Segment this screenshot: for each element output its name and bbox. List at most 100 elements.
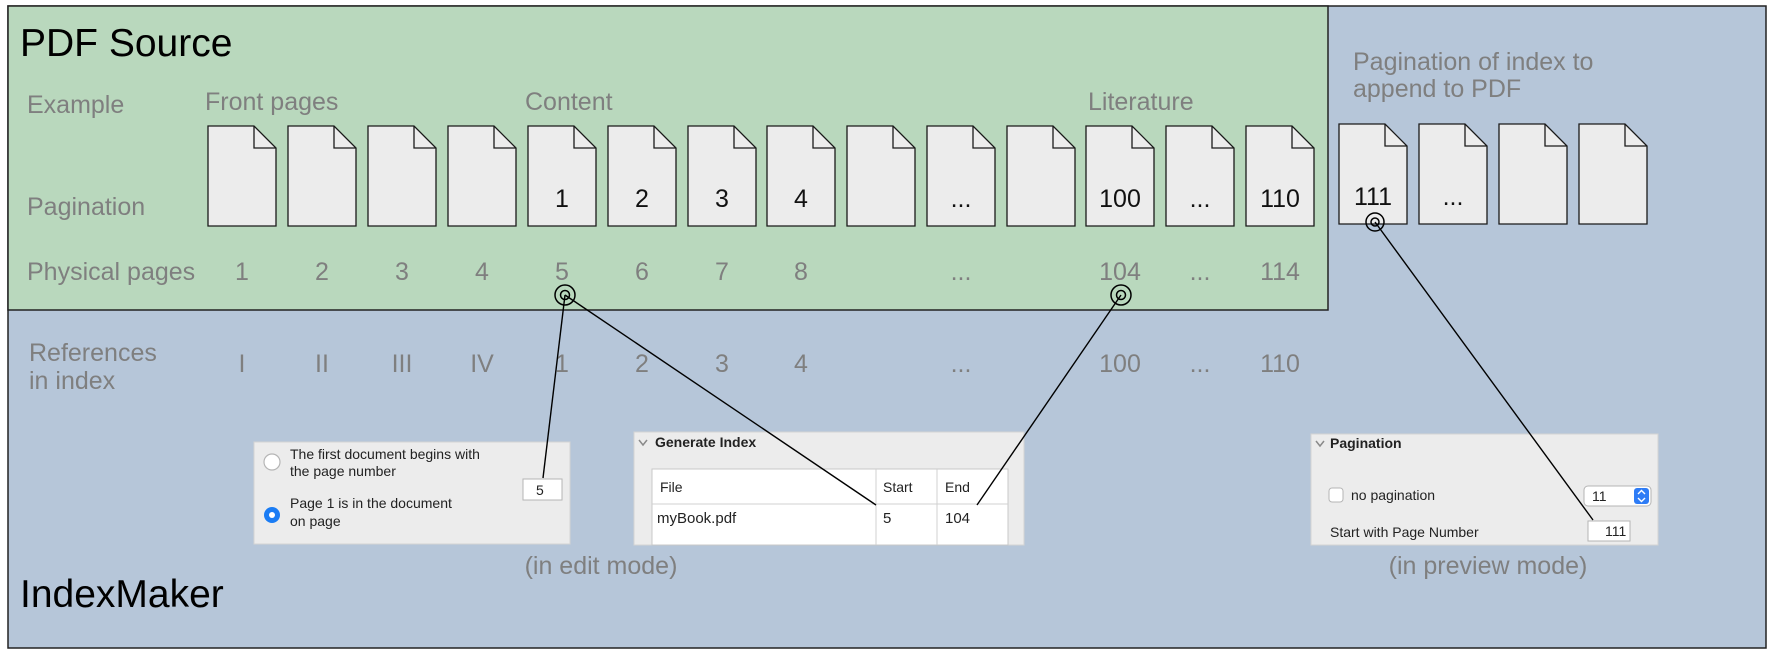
pagination-panel: Pagination no pagination 11 Start with P… (1310, 433, 1659, 546)
chevron-down-icon[interactable] (1315, 440, 1325, 448)
page-label: 111 (1354, 183, 1392, 211)
appendix-page (1578, 123, 1648, 225)
page-label: 1 (555, 185, 569, 213)
chevron-down-icon[interactable] (638, 439, 648, 447)
generate-index-panel: Generate Index File Start End myBook.pdf… (633, 431, 1025, 546)
physical-page-number: ... (951, 258, 972, 286)
font-size-value: 11 (1592, 488, 1607, 504)
pdf-page: 100 (1085, 125, 1155, 227)
group-label-appendix: Pagination of index to (1353, 48, 1593, 76)
pdf-page: 4 (766, 125, 836, 227)
option-first-document-line1: The first document begins with (290, 446, 480, 462)
indexmaker-title: IndexMaker (20, 573, 224, 616)
physical-page-number: 4 (475, 258, 489, 286)
pdf-page (367, 125, 437, 227)
connector-page104-to-end-cell (976, 294, 1122, 506)
column-header-start[interactable]: Start (883, 479, 913, 495)
option-first-document-line2: the page number (290, 463, 396, 479)
connector-page5-to-start-cell (564, 294, 877, 506)
physical-page-number: 3 (395, 258, 409, 286)
start-page-field[interactable] (1587, 520, 1631, 542)
row-label-example: Example (27, 91, 124, 119)
appendix-page: ... (1418, 123, 1488, 225)
group-label-front-pages: Front pages (205, 88, 338, 116)
file-table (651, 468, 1009, 546)
start-page-value: 111 (1605, 523, 1626, 539)
connector-lines (542, 221, 1594, 521)
pdf-source-title: PDF Source (20, 22, 232, 65)
appendix-page: 111 (1338, 123, 1408, 225)
page-label: 2 (635, 185, 649, 213)
page-label: 110 (1260, 185, 1300, 213)
appendix-page (1498, 123, 1568, 225)
bullseye-marker-page104 (1110, 284, 1132, 306)
physical-page-number: 114 (1260, 258, 1300, 286)
index-reference-number: 2 (635, 350, 649, 378)
pdf-page: 2 (607, 125, 677, 227)
bullseye-marker-page5 (554, 284, 576, 306)
column-header-end[interactable]: End (945, 479, 970, 495)
pdf-page: 1 (527, 125, 597, 227)
pdf-page (207, 125, 277, 227)
page-label: ... (951, 185, 972, 213)
radio-first-document[interactable] (263, 453, 281, 471)
index-reference-number: ... (951, 350, 972, 378)
page-number-field[interactable] (522, 478, 563, 501)
bullseye-marker-page111 (1365, 212, 1385, 232)
generate-index-title: Generate Index (655, 434, 756, 450)
index-reference-number: I (239, 350, 246, 378)
physical-page-number: 2 (315, 258, 329, 286)
pagination-title: Pagination (1330, 435, 1402, 451)
physical-page-number: 5 (555, 258, 569, 286)
index-reference-number: 100 (1099, 350, 1141, 378)
group-label-appendix-2: append to PDF (1353, 75, 1521, 103)
page-number-value: 5 (536, 482, 544, 498)
no-pagination-checkbox[interactable] (1328, 487, 1344, 503)
physical-page-number: 1 (235, 258, 249, 286)
index-reference-number: ... (1190, 350, 1211, 378)
index-reference-number: 110 (1260, 350, 1300, 378)
group-label-content: Content (525, 88, 613, 116)
physical-page-number: ... (1190, 258, 1211, 286)
page-label: ... (1190, 185, 1211, 213)
pdf-page: ... (926, 125, 996, 227)
cell-file[interactable]: myBook.pdf (657, 510, 737, 527)
pdf-page: ... (1165, 125, 1235, 227)
index-reference-number: II (315, 350, 329, 378)
connector-page5-to-edit-field (542, 294, 566, 479)
pdf-page (447, 125, 517, 227)
row-label-physical-pages: Physical pages (27, 258, 195, 286)
physical-page-number: 104 (1099, 258, 1141, 286)
pdf-page (1006, 125, 1076, 227)
start-page-label: Start with Page Number (1330, 524, 1479, 540)
select-stepper[interactable] (1634, 488, 1649, 504)
cell-start[interactable]: 5 (883, 510, 891, 527)
pdf-pages: 1 2 3 4... 100... 110 (207, 125, 1315, 227)
row-label-pagination: Pagination (27, 193, 145, 221)
index-reference-number: III (392, 350, 413, 378)
option-page-one-line1: Page 1 is in the document (290, 495, 452, 511)
index-reference-number: 3 (715, 350, 729, 378)
page-label: 3 (715, 185, 729, 213)
cell-end[interactable]: 104 (945, 510, 970, 527)
connector-page111-to-start-number (1374, 221, 1594, 521)
radio-page-one-dot (269, 512, 275, 518)
physical-page-number: 7 (715, 258, 729, 286)
pdf-page (846, 125, 916, 227)
caption-preview-mode: (in preview mode) (1389, 552, 1588, 580)
row-label-references: References (29, 339, 157, 367)
page-label: 4 (794, 185, 808, 213)
column-header-file[interactable]: File (660, 479, 683, 495)
appendix-pages: 111... (1338, 123, 1648, 225)
caption-edit-mode: (in edit mode) (525, 552, 678, 580)
index-reference-number: IV (470, 350, 494, 378)
edit-mode-panel: The first document begins with the page … (253, 441, 571, 545)
index-reference-number: 1 (555, 350, 569, 378)
anchor-markers (554, 212, 1385, 306)
page-label: 100 (1099, 185, 1141, 213)
option-page-one-line2: on page (290, 513, 341, 529)
